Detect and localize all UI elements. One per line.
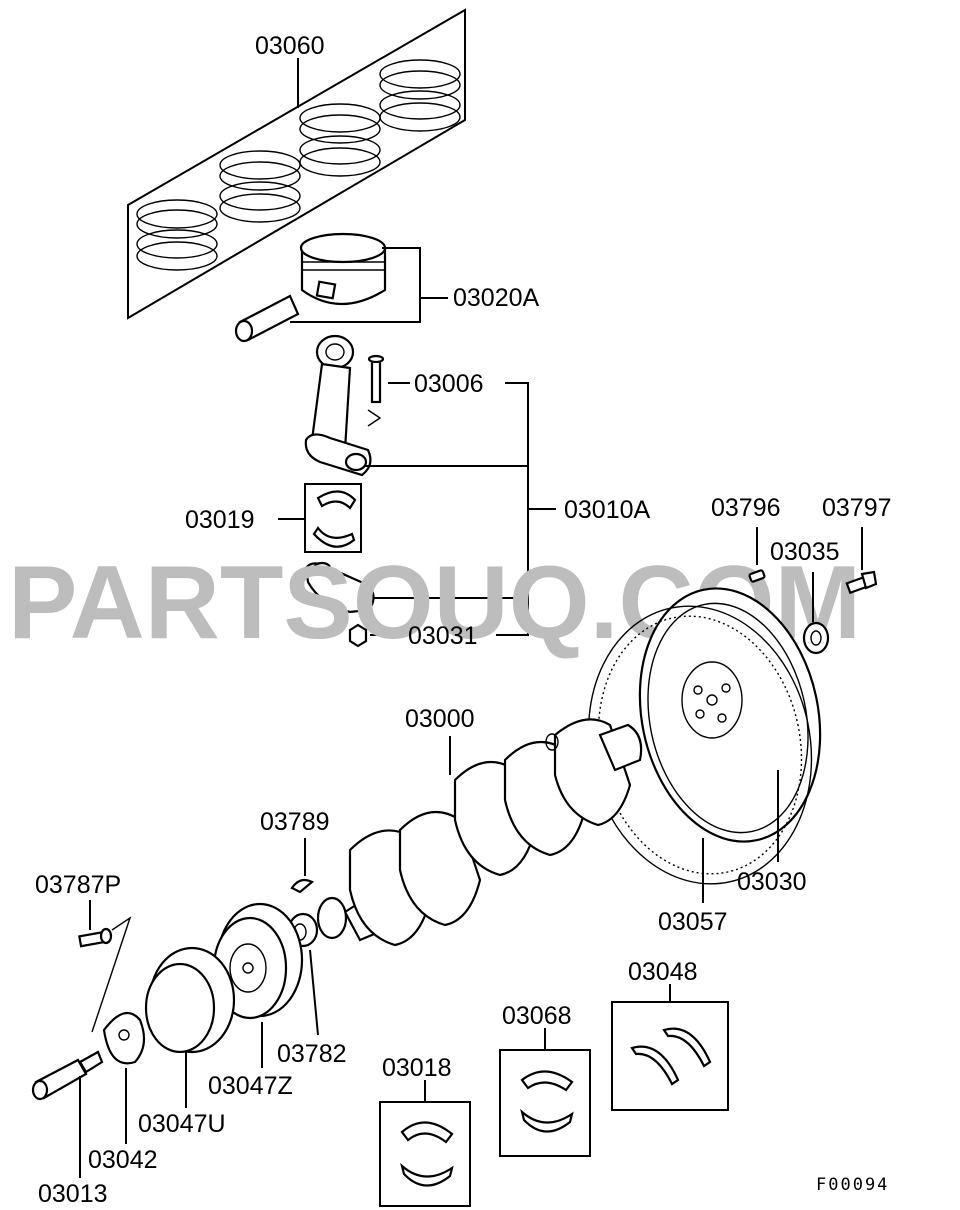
label-03010A[interactable]: 03010A <box>564 496 651 524</box>
main-bearing-box-03018[interactable] <box>379 1101 471 1207</box>
label-03048[interactable]: 03048 <box>628 958 698 986</box>
flywheel-bolt[interactable] <box>845 570 878 595</box>
label-03030[interactable]: 03030 <box>737 868 807 896</box>
label-03782[interactable]: 03782 <box>277 1040 347 1068</box>
thrust-washer-box-03048[interactable] <box>611 1001 729 1111</box>
label-03013[interactable]: 03013 <box>38 1180 108 1208</box>
flywheel-dowel[interactable] <box>748 569 766 583</box>
label-03031[interactable]: 03031 <box>408 622 478 650</box>
label-03068[interactable]: 03068 <box>502 1002 572 1030</box>
label-03000[interactable]: 03000 <box>405 705 475 733</box>
label-03047Z[interactable]: 03047Z <box>208 1072 293 1100</box>
crank-bolt[interactable] <box>31 1050 104 1101</box>
label-03018[interactable]: 03018 <box>382 1054 452 1082</box>
label-03020A[interactable]: 03020A <box>453 284 540 312</box>
label-03057[interactable]: 03057 <box>658 908 728 936</box>
label-03789[interactable]: 03789 <box>260 808 330 836</box>
label-03047U[interactable]: 03047U <box>138 1110 226 1138</box>
rod-bolt[interactable] <box>367 354 385 404</box>
washer-plate[interactable] <box>102 1011 146 1065</box>
label-03797[interactable]: 03797 <box>822 494 892 522</box>
small-bolt[interactable] <box>78 927 113 948</box>
rod-bearing-box[interactable] <box>304 483 362 553</box>
label-03042[interactable]: 03042 <box>88 1146 158 1174</box>
label-03060[interactable]: 03060 <box>255 32 325 60</box>
label-03019[interactable]: 03019 <box>185 506 255 534</box>
piston-pin[interactable] <box>234 294 300 343</box>
label-03035[interactable]: 03035 <box>770 538 840 566</box>
label-03796[interactable]: 03796 <box>711 494 781 522</box>
piston-ring-set[interactable] <box>127 8 466 320</box>
label-03006[interactable]: 03006 <box>414 370 484 398</box>
connecting-rod[interactable] <box>304 334 372 477</box>
rod-cap[interactable] <box>304 561 375 614</box>
main-bearing-box-03068[interactable] <box>499 1049 591 1157</box>
damper-pulley[interactable] <box>144 946 236 1054</box>
label-03787P[interactable]: 03787P <box>35 871 121 899</box>
piston[interactable] <box>299 232 387 306</box>
rod-nut[interactable] <box>348 623 368 648</box>
woodruff-key[interactable] <box>290 878 314 894</box>
crankshaft[interactable] <box>316 718 643 947</box>
flywheel-pilot-bearing[interactable] <box>802 621 830 655</box>
figure-code: F00094 <box>816 1175 889 1195</box>
